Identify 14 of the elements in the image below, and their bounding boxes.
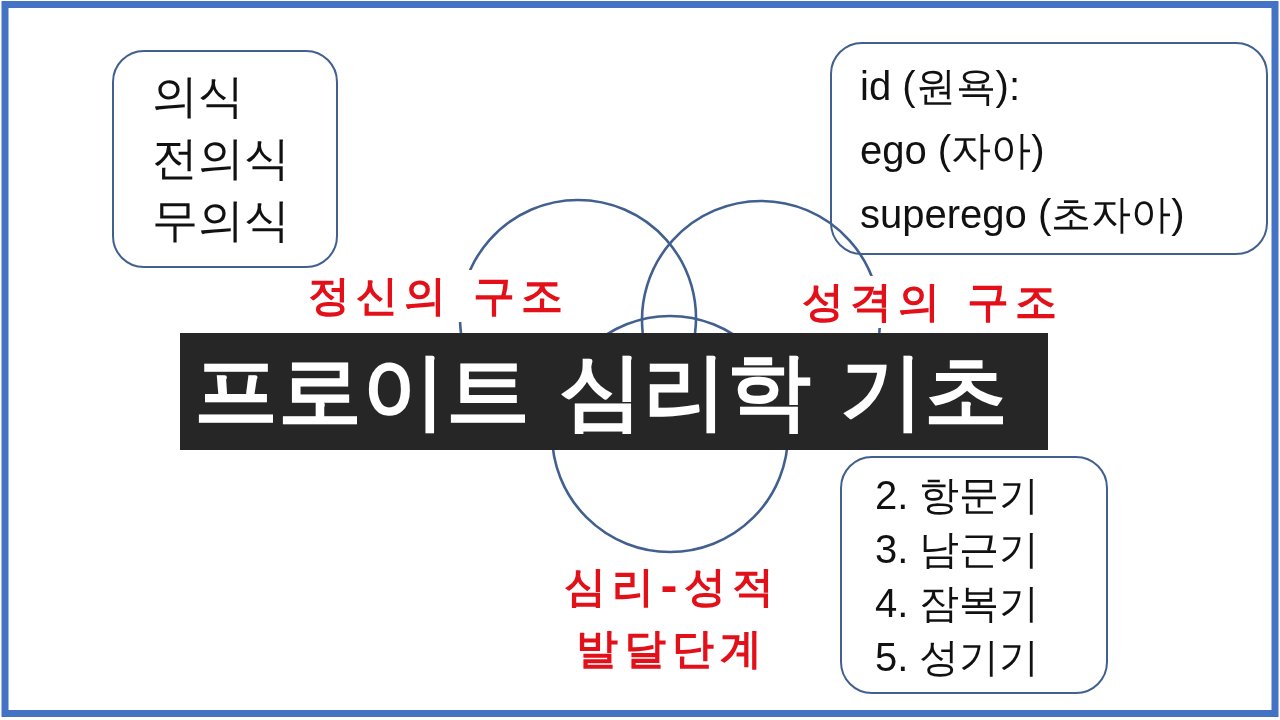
title-banner: 프로이트 심리학 기초 [180, 333, 1048, 450]
list-item: 3. 남근기 [875, 526, 1040, 573]
list-item: 무의식 [152, 193, 290, 248]
list-item: 5. 성기기 [875, 634, 1040, 681]
list-item: 4. 잠복기 [875, 580, 1040, 627]
list-item: 의식 [152, 69, 244, 124]
list-item: id (원욕): [860, 63, 1020, 110]
rounded-box [830, 42, 1268, 255]
list-item: superego (초자아) [860, 191, 1185, 238]
list-item: 2. 항문기 [875, 472, 1040, 519]
rounded-box [112, 50, 338, 268]
list-item: ego (자아) [860, 127, 1045, 174]
list-item: 전의식 [152, 131, 290, 186]
rounded-box [840, 456, 1108, 694]
